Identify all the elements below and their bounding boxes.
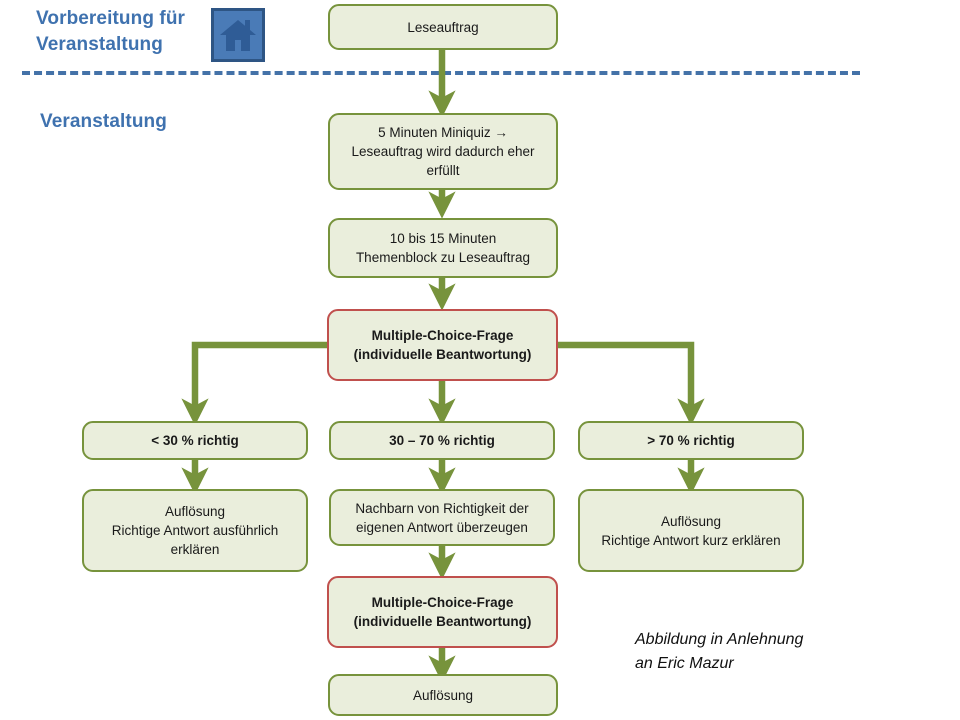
preparation-heading: Vorbereitung für Veranstaltung — [36, 8, 186, 55]
node-ueber-70-prozent[interactable]: > 70 % richtig — [578, 421, 804, 460]
node-leseauftrag[interactable]: Leseauftrag — [328, 4, 558, 50]
node-unter-30-prozent[interactable]: < 30 % richtig — [82, 421, 308, 460]
section-divider — [22, 71, 860, 75]
node-aufloesung-ausfuehrlich[interactable]: Auflösung Richtige Antwort ausführlich e… — [82, 489, 308, 572]
node-multiple-choice-frage-2[interactable]: Multiple-Choice-Frage (individuelle Bean… — [327, 576, 558, 648]
node-nachbarn-ueberzeugen[interactable]: Nachbarn von Richtigkeit der eigenen Ant… — [329, 489, 555, 546]
connector-mcfrage1-left — [181, 341, 327, 426]
node-miniquiz[interactable]: 5 Minuten Miniquiz → Leseauftrag wird da… — [328, 113, 558, 190]
node-30-bis-70-prozent[interactable]: 30 – 70 % richtig — [329, 421, 555, 460]
house-icon — [211, 8, 265, 62]
node-aufloesung-final[interactable]: Auflösung — [328, 674, 558, 716]
node-multiple-choice-frage-1[interactable]: Multiple-Choice-Frage (individuelle Bean… — [327, 309, 558, 381]
attribution-text: Abbildung in Anlehnung an Eric Mazur — [635, 631, 804, 672]
node-themenblock[interactable]: 10 bis 15 Minuten Themenblock zu Leseauf… — [328, 218, 558, 278]
event-heading: Veranstaltung — [40, 111, 167, 132]
connector-mcfrage1-right — [557, 341, 705, 426]
node-aufloesung-kurz[interactable]: Auflösung Richtige Antwort kurz erklären — [578, 489, 804, 572]
